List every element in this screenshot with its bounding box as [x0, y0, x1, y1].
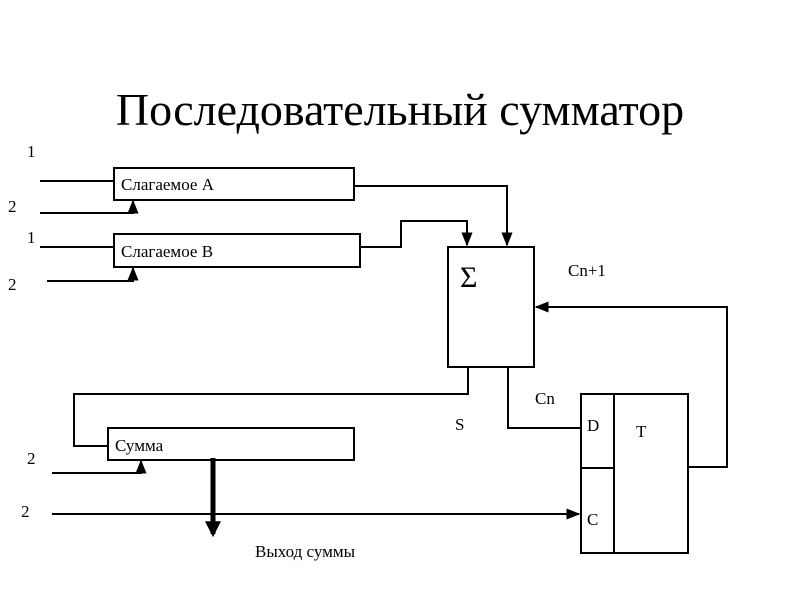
adder-cn-to-trigger-wire: [507, 367, 581, 429]
sum-input-2-wire: [52, 459, 147, 474]
register-b: [113, 233, 361, 268]
b-input-2-wire: [47, 266, 139, 282]
register-sum: [107, 427, 355, 461]
clock-label: 2: [21, 502, 30, 521]
register-a-label: Слагаемое А: [121, 175, 215, 194]
adder-s-to-sum-wire: [73, 367, 469, 447]
a-to-adder-wire: [354, 185, 513, 247]
trigger-d-label: D: [587, 416, 599, 435]
slide-title: Последовательный сумматор: [115, 84, 685, 135]
trigger-name: T: [636, 422, 647, 441]
register-b-label: Слагаемое В: [121, 242, 213, 261]
register-sum-label: Сумма: [115, 436, 164, 455]
b-to-adder-wire: [360, 220, 473, 248]
register-a: [113, 167, 355, 201]
adder-symbol: Σ: [460, 261, 477, 294]
trigger-block: [580, 393, 689, 554]
sum-output-label: Выход суммы: [255, 542, 356, 561]
b-input-2-label: 2: [8, 275, 17, 294]
b-input-1-label: 1: [27, 228, 36, 247]
trigger-c-label: C: [587, 510, 598, 529]
trigger-to-adder-wire: [534, 301, 728, 468]
a-input-1-label: 1: [27, 142, 36, 161]
sum-input-2-label: 2: [27, 449, 36, 468]
adder-s-label: S: [455, 415, 464, 434]
a-input-2-label: 2: [8, 197, 17, 216]
a-input-2-wire: [40, 199, 139, 214]
adder-cn-label: Cn: [535, 389, 555, 408]
adder-cn1-label: Cn+1: [568, 261, 606, 280]
adder-block: [447, 246, 535, 368]
